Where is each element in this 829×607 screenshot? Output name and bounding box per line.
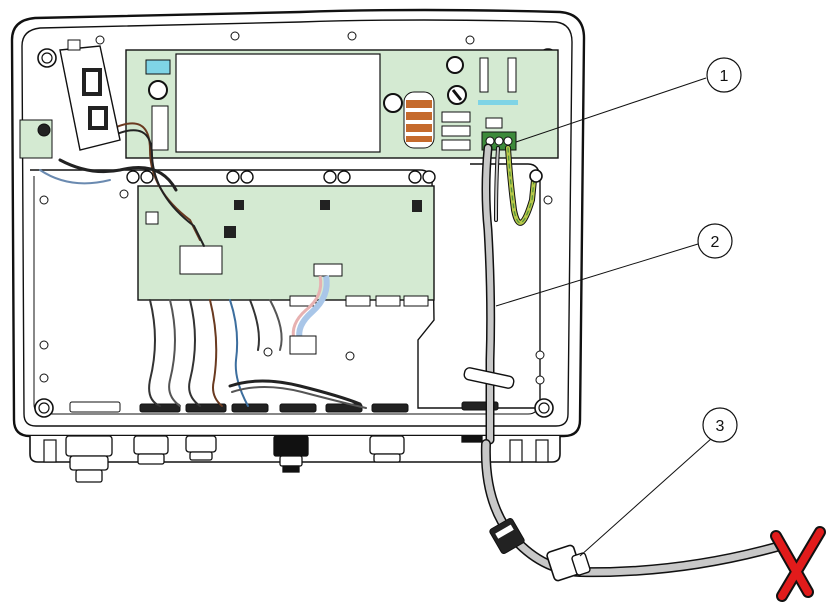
cable-clamp (463, 367, 515, 389)
internal-gland-nuts (69, 401, 499, 413)
corner-screw (34, 398, 54, 418)
corner-screw (37, 48, 57, 68)
indicator-cyan (145, 59, 171, 75)
transformer-block (175, 53, 381, 153)
ribbon-cable (289, 275, 330, 355)
cable-glands (65, 435, 483, 483)
standoffs (126, 170, 436, 184)
connector-row (289, 295, 429, 307)
fuse-holder (446, 56, 464, 74)
power-cable (481, 143, 500, 445)
cable-gland (369, 435, 405, 463)
callout-label: 3 (716, 418, 725, 435)
power-board (19, 49, 559, 159)
enclosure-inner-wall (21, 19, 573, 427)
power-capacitor (148, 80, 168, 100)
cable-gland-dark (273, 435, 309, 473)
cable-gland (133, 435, 169, 465)
relay-bracket (59, 39, 121, 151)
callout-3: 3 (579, 407, 738, 557)
inner-tray (30, 163, 541, 409)
control-board (137, 185, 435, 307)
cable-gland (65, 435, 113, 483)
choke-coil (403, 91, 435, 149)
mounting-holes (39, 31, 553, 385)
wire-harness (39, 122, 367, 409)
callout-label: 2 (711, 234, 720, 251)
red-x-icon (770, 526, 826, 602)
corner-screw (534, 398, 554, 418)
ground-wire (505, 145, 543, 226)
callout-label: 1 (720, 68, 729, 85)
cable-gland (185, 435, 217, 461)
callout-2: 2 (495, 223, 733, 307)
external-cable-fitting (489, 517, 591, 582)
callout-1: 1 (515, 57, 742, 143)
